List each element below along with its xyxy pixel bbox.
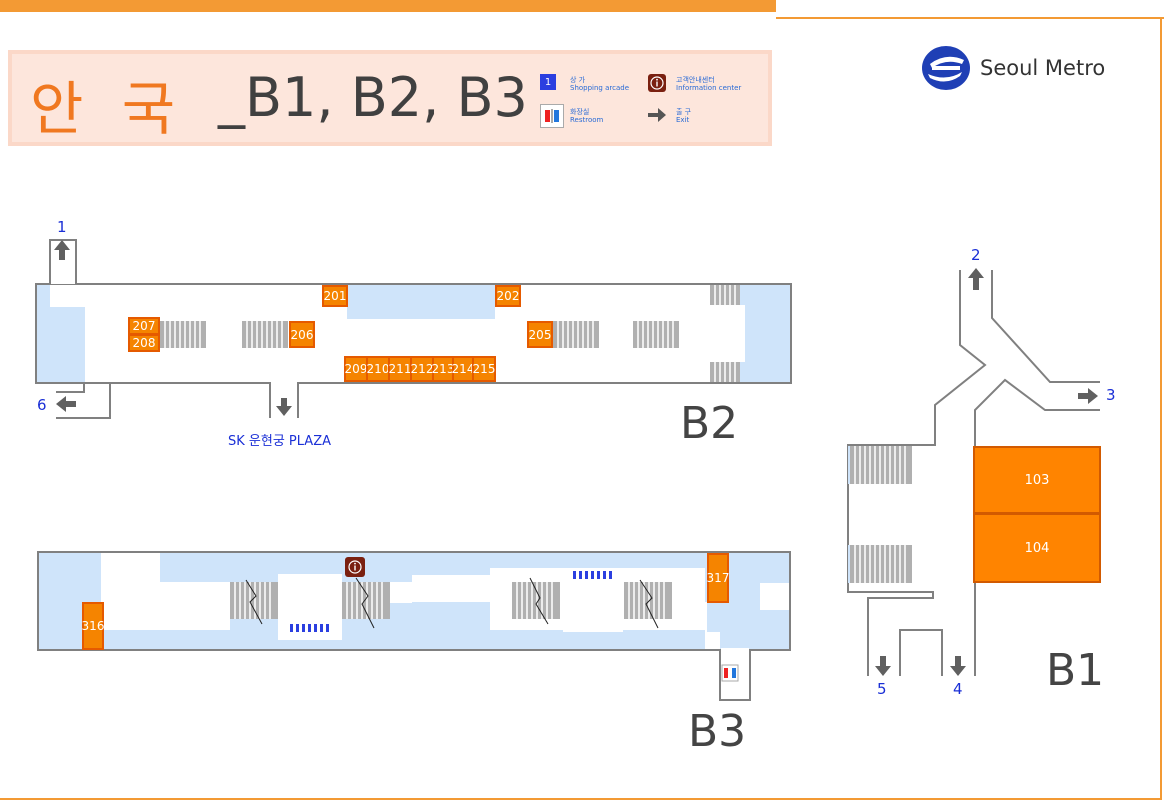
shop-214[interactable]: 214 xyxy=(452,356,474,382)
shop-206[interactable]: 206 xyxy=(289,321,315,348)
shop-212[interactable]: 212 xyxy=(410,356,434,382)
seoul-metro-logo-text: Seoul Metro xyxy=(980,56,1106,80)
legend-info-text: 고객안내센터 Information center xyxy=(676,76,741,92)
shop-201[interactable]: 201 xyxy=(322,285,348,307)
shop-202[interactable]: 202 xyxy=(495,285,521,307)
seoul-metro-logo-icon xyxy=(922,46,970,90)
shop-104[interactable]: 104 xyxy=(973,513,1101,583)
legend-exit-text: 출 구 Exit xyxy=(676,108,691,124)
restroom-legend-icon xyxy=(540,104,564,128)
exit-1-label: 1 xyxy=(57,218,67,236)
exit-4-label: 4 xyxy=(953,680,963,698)
sk-plaza-label: SK 운현궁 PLAZA xyxy=(228,434,331,449)
legend-exit-en: Exit xyxy=(676,116,690,124)
legend-shop-ko: 상 가 xyxy=(570,76,586,84)
legend-shop-en: Shopping arcade xyxy=(570,84,630,92)
info-center-icon xyxy=(648,74,666,92)
right-border-line xyxy=(1160,17,1162,800)
shop-316[interactable]: 316 xyxy=(82,602,104,650)
b1-floor-plan xyxy=(847,268,1100,676)
shop-208[interactable]: 208 xyxy=(128,334,160,352)
shop-207[interactable]: 207 xyxy=(128,317,160,335)
shop-211[interactable]: 211 xyxy=(388,356,412,382)
legend-restroom-text: 화장실 Restroom xyxy=(570,108,603,124)
shop-209[interactable]: 209 xyxy=(344,356,368,382)
shop-103[interactable]: 103 xyxy=(973,446,1101,514)
level-b1-label: B1 xyxy=(1046,645,1105,696)
legend-shop-text: 상 가 Shopping arcade xyxy=(570,76,629,92)
exit-3-label: 3 xyxy=(1106,386,1116,404)
exit-2-label: 2 xyxy=(971,246,981,264)
bottom-border-line xyxy=(0,798,1162,800)
station-levels: _B1, B2, B3 xyxy=(218,66,528,129)
top-border-line xyxy=(776,17,1164,19)
legend-info-en: Information center xyxy=(676,84,742,92)
station-name: 안 국 xyxy=(30,75,186,143)
shop-215[interactable]: 215 xyxy=(472,356,496,382)
legend-shop: 1 xyxy=(540,74,556,90)
level-b2-label: B2 xyxy=(680,398,739,449)
exit-6-label: 6 xyxy=(37,396,47,414)
b3-floor-plan xyxy=(37,551,791,701)
legend-restroom-ko: 화장실 xyxy=(570,108,590,116)
shop-legend-icon: 1 xyxy=(540,74,556,90)
exit-arrow-legend-icon xyxy=(646,106,668,128)
shop-205[interactable]: 205 xyxy=(527,321,553,348)
title-banner xyxy=(8,50,772,146)
legend-exit-ko: 출 구 xyxy=(676,108,692,116)
shop-317[interactable]: 317 xyxy=(707,553,729,603)
legend-restroom-en: Restroom xyxy=(570,116,604,124)
exit-5-label: 5 xyxy=(877,680,887,698)
shop-210[interactable]: 210 xyxy=(366,356,390,382)
top-accent-bar xyxy=(0,0,776,12)
legend-info-ko: 고객안내센터 xyxy=(676,76,715,84)
level-b3-label: B3 xyxy=(688,706,747,757)
